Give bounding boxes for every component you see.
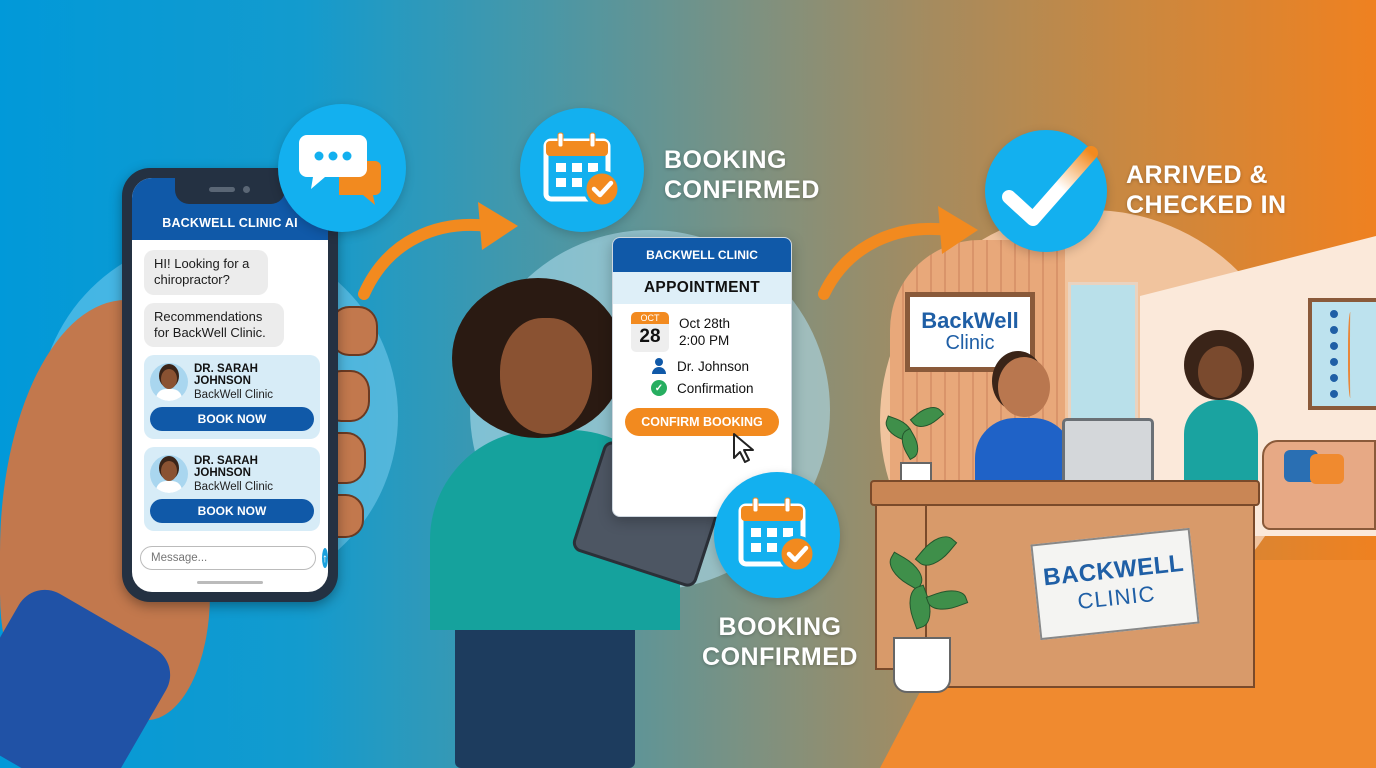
arrived-checked-in-label: ARRIVED & CHECKED IN: [1126, 160, 1287, 220]
chat-bubbles-icon: [278, 104, 406, 232]
calendar-check-icon: [520, 108, 644, 232]
date-month: OCT: [631, 312, 669, 324]
label-line2: CONFIRMED: [702, 643, 858, 671]
doctor-name: DR. SARAH JOHNSON: [194, 455, 258, 479]
patient-face: [1198, 346, 1242, 398]
wall-sign-line2: Clinic: [945, 332, 995, 354]
label-line2: CHECKED IN: [1126, 191, 1287, 219]
home-indicator: [197, 581, 263, 584]
label-line2: CONFIRMED: [664, 176, 820, 204]
doctor-clinic: BackWell Clinic: [194, 481, 274, 493]
doctor-clinic: BackWell Clinic: [194, 389, 274, 401]
mouse-cursor-icon: [733, 433, 754, 463]
arrow-up-icon: ↑: [322, 551, 328, 565]
doctor-card: DR. SARAH JOHNSON BackWell Clinic BOOK N…: [144, 355, 320, 439]
person-icon: [651, 358, 667, 374]
floor-plant-pot: [893, 637, 951, 693]
appointment-card: BACKWELL CLINIC APPOINTMENT OCT 28 Oct 2…: [612, 237, 792, 517]
send-button[interactable]: ↑: [322, 548, 328, 568]
smartphone: BACKWELL CLINIC AI HI! Looking for a chi…: [122, 168, 338, 602]
woman-face: [500, 318, 592, 434]
appointment-time: 2:00 PM: [679, 333, 730, 348]
computer-monitor: [1062, 418, 1154, 490]
phone-notch: [175, 178, 285, 204]
label-line1: BOOKING: [718, 613, 842, 641]
spine-curve-line: [1348, 312, 1354, 398]
calendar-date-icon: OCT 28: [631, 312, 669, 352]
booking-confirmed-label: BOOKING CONFIRMED: [664, 145, 820, 205]
date-day: 28: [639, 326, 661, 347]
book-now-button[interactable]: BOOK NOW: [150, 407, 314, 431]
calendar-check-icon: [714, 472, 840, 598]
phone-screen: BACKWELL CLINIC AI HI! Looking for a chi…: [132, 178, 328, 592]
book-now-button[interactable]: BOOK NOW: [150, 499, 314, 523]
appointment-clinic-name: BACKWELL CLINIC: [613, 238, 791, 272]
chat-message: HI! Looking for a chiropractor?: [144, 250, 268, 295]
doctor-name: DR. SARAH JOHNSON: [194, 363, 258, 387]
arrow-right-icon: [818, 206, 978, 300]
receptionist: [998, 357, 1050, 417]
check-circle-icon: ✓: [651, 380, 667, 396]
avatar: [150, 363, 188, 401]
reception-desk-top: [870, 480, 1260, 506]
spine-icon: [1330, 310, 1340, 398]
avatar: [150, 455, 188, 493]
confirm-booking-button[interactable]: CONFIRM BOOKING: [625, 408, 779, 436]
checkmark-icon: [985, 130, 1107, 252]
message-composer: ↑: [140, 546, 328, 570]
wall-sign-line1: BackWell: [921, 308, 1019, 333]
doctor-card: DR. SARAH JOHNSON BackWell Clinic BOOK N…: [144, 447, 320, 531]
booking-confirmed-label-secondary: BOOKING CONFIRMED: [700, 612, 860, 672]
sofa-cushion-orange: [1310, 454, 1344, 484]
arrow-right-icon: [358, 202, 518, 300]
chat-thread: HI! Looking for a chiropractor? Recommen…: [132, 240, 328, 531]
message-input[interactable]: [140, 546, 316, 570]
chat-message: Recommendations for BackWell Clinic.: [144, 302, 284, 347]
desk-sign: BACKWELL CLINIC: [1030, 527, 1200, 641]
label-line1: BOOKING: [664, 146, 787, 174]
woman-legs: [455, 610, 635, 768]
appointment-title: APPOINTMENT: [613, 272, 791, 304]
label-line1: ARRIVED &: [1126, 161, 1269, 189]
appointment-status: Confirmation: [677, 380, 754, 396]
appointment-date: Oct 28th: [679, 316, 731, 331]
appointment-doctor: Dr. Johnson: [677, 358, 750, 374]
spine-poster: [1308, 298, 1376, 410]
chat-title: BACKWELL CLINIC AI: [162, 216, 298, 230]
